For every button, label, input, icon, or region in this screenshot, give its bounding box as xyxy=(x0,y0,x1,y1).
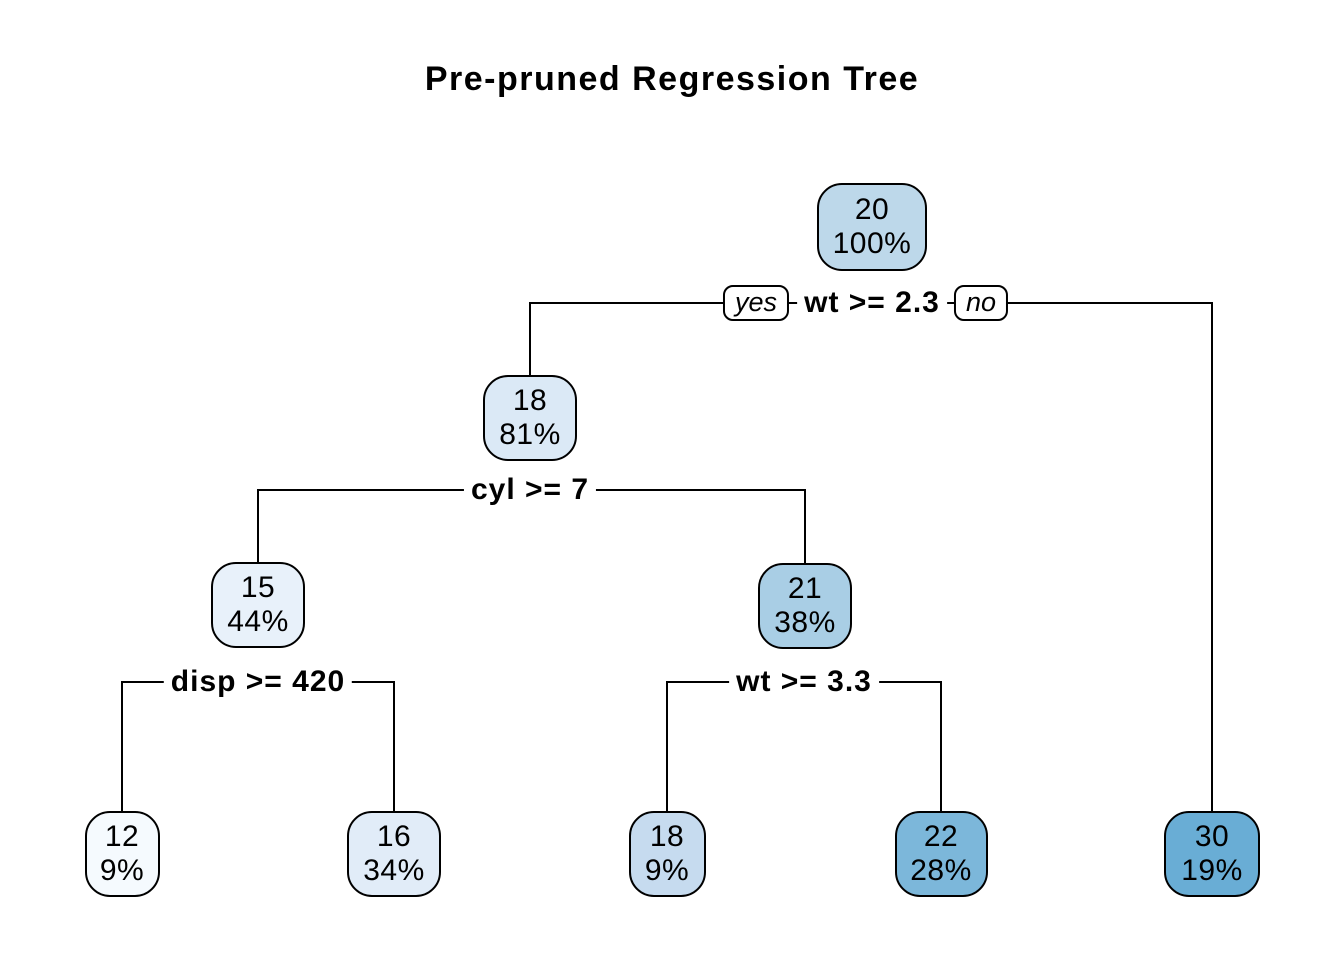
node-percent: 19% xyxy=(1181,854,1243,887)
branch-label-yes: yes xyxy=(722,285,790,321)
tree-branch-line xyxy=(257,490,259,562)
node-percent: 38% xyxy=(774,606,836,639)
split-condition: cyl >= 7 xyxy=(463,473,597,507)
tree-branch-line xyxy=(121,682,123,811)
node-value: 15 xyxy=(240,571,276,604)
node-value: 20 xyxy=(854,193,890,226)
node-percent: 28% xyxy=(910,854,972,887)
branch-label-no: no xyxy=(953,285,1009,321)
tree-branch-line xyxy=(666,682,668,811)
node-percent: 100% xyxy=(832,227,912,260)
split-condition: disp >= 420 xyxy=(163,665,353,699)
node-value: 22 xyxy=(923,820,959,853)
node-value: 18 xyxy=(649,820,685,853)
node-value: 21 xyxy=(787,572,823,605)
node-percent: 81% xyxy=(499,418,561,451)
node-value: 16 xyxy=(376,820,412,853)
split-condition: wt >= 2.3 xyxy=(797,286,947,320)
tree-branch-line xyxy=(804,490,806,563)
node-value: 18 xyxy=(512,384,548,417)
node-percent: 34% xyxy=(363,854,425,887)
split-condition: wt >= 3.3 xyxy=(729,665,879,699)
node-value: 12 xyxy=(104,820,140,853)
tree-branch-line xyxy=(529,303,531,375)
node-value: 30 xyxy=(1194,820,1230,853)
tree-branch-line xyxy=(1211,303,1213,811)
plot-title: Pre-pruned Regression Tree xyxy=(424,60,920,98)
tree-branch-line xyxy=(940,682,942,811)
tree-branch-line xyxy=(393,682,395,811)
node-percent: 9% xyxy=(99,854,145,887)
node-percent: 9% xyxy=(644,854,690,887)
node-percent: 44% xyxy=(227,605,289,638)
